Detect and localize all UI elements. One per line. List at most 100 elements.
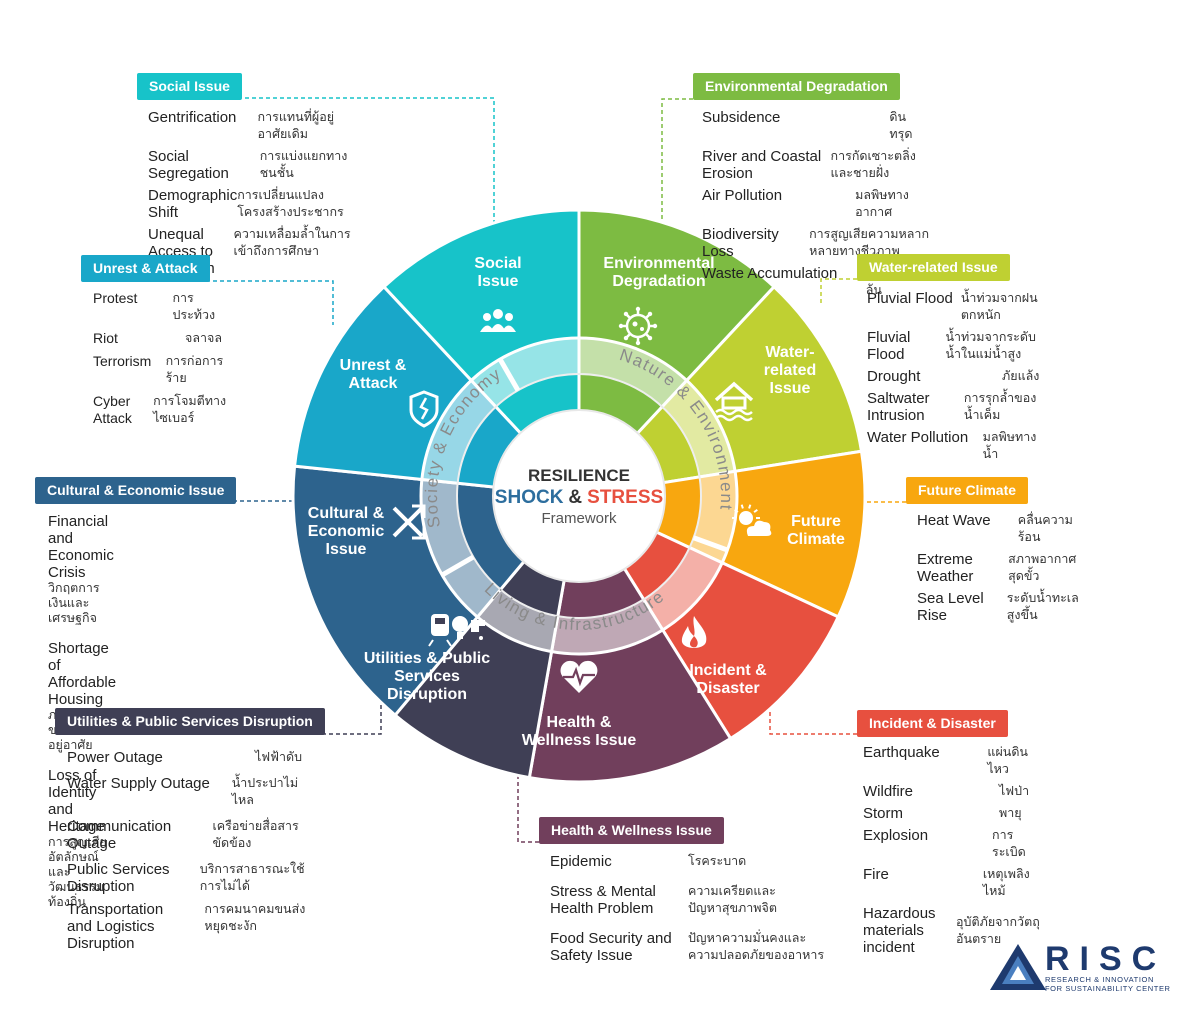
- callout-title-climate: Future Climate: [906, 477, 1029, 504]
- broken-shield-icon: [409, 390, 439, 428]
- item-th: การกัดเซาะตลิ่งและชายฝั่ง: [830, 149, 916, 180]
- item-th: ความเหลื่อมล้ำในการเข้าถึงการศึกษา: [233, 227, 351, 258]
- ring-divider: [440, 554, 475, 578]
- virus-icon: [618, 306, 658, 346]
- item-en: Power Outage: [67, 749, 163, 766]
- item-th: แผ่นดินไหว: [987, 745, 1028, 776]
- item-th: สภาพอากาศสุดขั้ว: [1008, 552, 1077, 583]
- item-th: การสูญเสียอัตลักษณ์และวัฒนธรรมท้องถิ่น: [48, 835, 107, 909]
- item-th: การเปลี่ยนแปลงโครงสร้างประชากร: [237, 188, 344, 219]
- hub-stress: STRESS: [587, 487, 663, 508]
- item-th: การระเบิด: [992, 828, 1026, 859]
- train-bulb-tap-icon: [428, 614, 485, 647]
- segment-icons: [392, 306, 772, 693]
- connector-health: [517, 775, 539, 843]
- item-en: Gentrification: [148, 109, 237, 126]
- item-en: Stress & Mental Health Problem: [550, 883, 656, 917]
- item-en: Water Pollution: [867, 429, 969, 446]
- flood-house-icon: [714, 381, 754, 422]
- heart-pulse-icon: [560, 660, 598, 693]
- trend-arrows-icon: [392, 504, 426, 540]
- item-en: Fire: [863, 866, 889, 883]
- risc-logo: RISC RESEARCH & INNOVATION FOR SUSTAINAB…: [1045, 942, 1171, 993]
- item-en: Terrorism: [93, 353, 152, 369]
- item-en: Biodiversity Loss: [702, 226, 779, 260]
- item-th: โรคระบาด: [688, 854, 747, 868]
- item-en: Heat Wave: [917, 512, 991, 529]
- item-en: Riot: [93, 330, 118, 346]
- connector-environment: [661, 98, 693, 225]
- item-th: ระดับน้ำทะเลสูงขึ้น: [1006, 591, 1079, 622]
- segment-label-incident: Incident &Disaster: [689, 662, 767, 697]
- item-th: น้ำท่วมจากฝนตกหนัก: [960, 291, 1038, 322]
- logo-name: RISC: [1045, 940, 1167, 978]
- ring-inner-edge: [456, 373, 702, 619]
- item-en: Cyber Attack: [93, 393, 132, 426]
- segment-label-unrest: Unrest &Attack: [340, 357, 407, 392]
- item-th: ความเครียดและ ปัญหาสุขภาพจิต: [688, 884, 777, 915]
- item-en: Food Security and Safety Issue: [550, 930, 672, 964]
- people-icon: [480, 309, 516, 332]
- connector-social: [245, 97, 495, 225]
- item-th: ไฟฟ้าดับ: [255, 750, 303, 764]
- ring-divider: [497, 357, 521, 392]
- item-th: เครือข่ายสื่อสารขัดข้อง: [212, 819, 299, 850]
- item-en: Pluvial Flood: [867, 290, 953, 307]
- callout-title-health: Health & Wellness Issue: [539, 817, 724, 844]
- item-en: Explosion: [863, 827, 929, 844]
- item-en: Waste Accumulation: [702, 265, 838, 282]
- callout-items-health: Epidemic โรคระบาด Stress & Mental Health …: [550, 853, 828, 969]
- item-th: จลาจล: [185, 331, 222, 345]
- callout-title-social: Social Issue: [137, 73, 242, 100]
- segment-unrest: [292, 284, 583, 498]
- item-th: ปัญหาความมั่นคงและ ความปลอดภัยของอาหาร: [688, 931, 825, 962]
- risc-logo-mark: [990, 944, 1046, 990]
- item-en: Fluvial Flood: [867, 329, 911, 363]
- item-th: พายุ: [999, 806, 1022, 820]
- item-th: มลพิษทางน้ำ: [982, 430, 1037, 461]
- segment-incident: [575, 492, 841, 741]
- item-th: วิกฤตการเงินและเศรษฐกิจ: [48, 581, 100, 625]
- item-en: Communication Outage: [67, 818, 172, 852]
- item-th: การรุกล้ำของน้ำเค็ม: [963, 391, 1037, 422]
- item-en: Extreme Weather: [917, 551, 974, 585]
- item-th: การแทนที่ผู้อยู่อาศัยเดิม: [257, 110, 335, 141]
- ring-band: [421, 338, 737, 654]
- sun-cloud-icon: [732, 504, 772, 536]
- item-en: Drought: [867, 368, 921, 385]
- callout-items-water: Pluvial Flood น้ำท่วมจากฝนตกหนัก Fluvial …: [867, 290, 1042, 468]
- item-en: Epidemic: [550, 853, 612, 870]
- hub-subtitle: SHOCK&STRESS: [495, 487, 663, 508]
- logo-sub2: FOR SUSTAINABILITY CENTER: [1045, 983, 1171, 993]
- logo-sub1: RESEARCH & INNOVATION: [1045, 975, 1155, 984]
- item-en: Demographic Shift: [148, 187, 238, 221]
- item-th: อุบัติภัยจากวัตถุอันตราย: [956, 914, 1040, 946]
- item-en: Earthquake: [863, 744, 940, 761]
- item-en: Loss of Identity and Heritage: [48, 767, 105, 835]
- hub-amp: &: [568, 487, 582, 508]
- item-th: การแบ่งแยกทางชนชั้น: [259, 149, 348, 180]
- item-en: Shortage of Affordable Housing: [48, 640, 117, 708]
- ring-divider: [692, 535, 729, 553]
- connector-lines: [206, 97, 906, 843]
- item-th: น้ำประปาไม่ไหล: [231, 776, 299, 807]
- item-en: Wildfire: [863, 783, 914, 800]
- hub-circle: [492, 409, 666, 583]
- item-th: ไฟป่า: [999, 784, 1030, 798]
- segment-water: [574, 284, 864, 499]
- item-en: Subsidence: [702, 109, 781, 126]
- connector-incident: [769, 710, 857, 735]
- item-th: การประท้วง: [172, 291, 216, 322]
- item-th: เหตุเพลิงไหม้: [982, 867, 1030, 898]
- item-en: Saltwater Intrusion: [867, 390, 930, 424]
- callout-title-cultural: Cultural & Economic Issue: [35, 477, 237, 504]
- callout-title-incident: Incident & Disaster: [857, 710, 1008, 737]
